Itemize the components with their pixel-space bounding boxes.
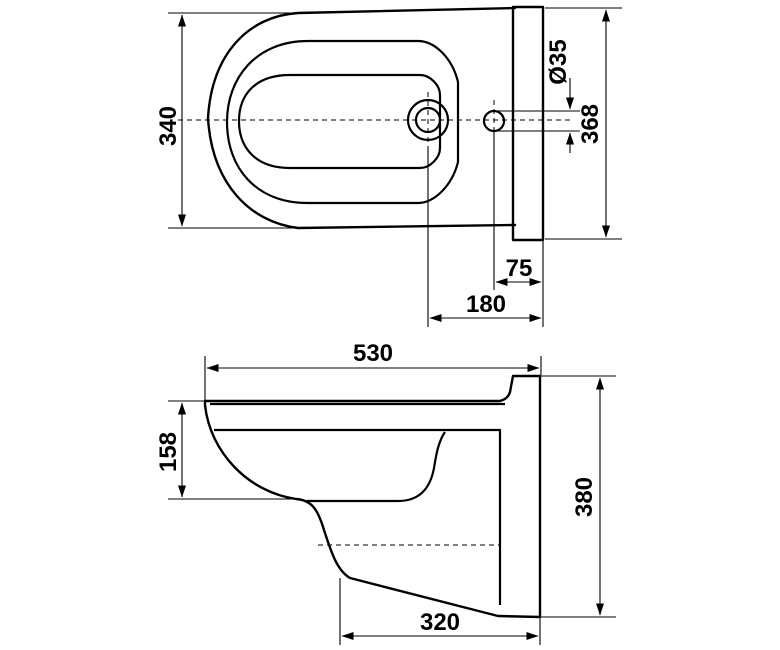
top-view-outline: [206, 6, 517, 230]
dim-drain-offset: 180: [466, 291, 506, 318]
dim-wall-width: 368: [577, 104, 604, 144]
bowl-rim: [225, 39, 460, 205]
dim-base-length: 320: [420, 609, 460, 636]
side-view: 530 158 380 320: [155, 340, 616, 645]
wall-plate: [511, 5, 545, 242]
side-view-outline: [203, 374, 542, 619]
dim-hole-offset: 75: [506, 255, 533, 282]
dim-overall-width: 340: [155, 106, 182, 146]
dim-overall-length: 530: [353, 340, 393, 367]
dim-overall-height: 380: [571, 477, 598, 517]
top-view: 340 368 Ø35 75 180: [155, 5, 622, 327]
dim-bowl-depth: 158: [155, 432, 182, 472]
bowl-inner-contour: [214, 428, 502, 605]
bowl-basin: [237, 73, 442, 170]
dim-pipe-diameter: Ø35: [545, 39, 572, 84]
